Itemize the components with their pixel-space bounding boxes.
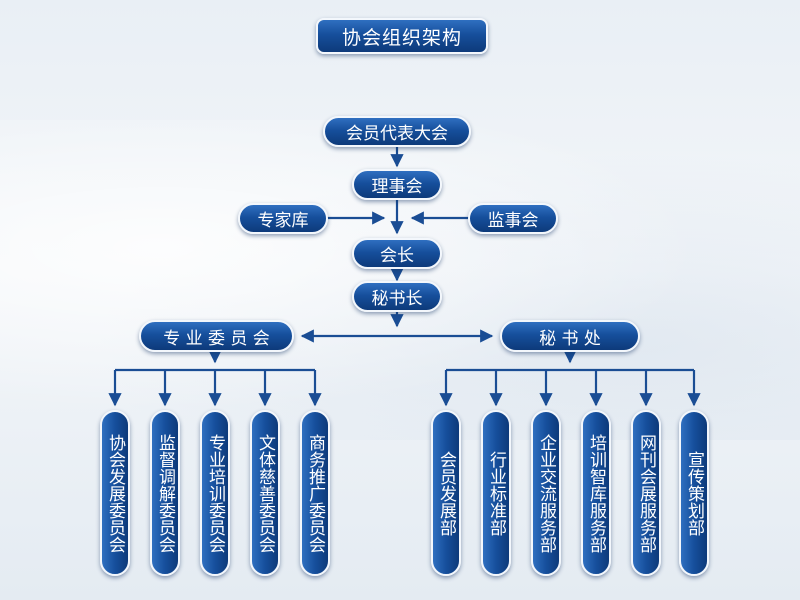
- node-president: 会长: [352, 238, 442, 269]
- dept-enterprise-exchange: 企业交流服务部: [531, 410, 561, 576]
- committee-business-promotion: 商务推广委员会: [300, 410, 330, 576]
- committee-culture-charity: 文体慈善委员会: [250, 410, 280, 576]
- node-supervisory-board: 监事会: [468, 203, 558, 234]
- committee-supervision-mediation: 监督调解委员会: [150, 410, 180, 576]
- dept-media-exhibition: 网刊会展服务部: [631, 410, 661, 576]
- committee-training: 专业培训委员会: [200, 410, 230, 576]
- diagram-title: 协会组织架构: [316, 18, 488, 54]
- node-council: 理事会: [352, 169, 442, 200]
- dept-training-thinktank: 培训智库服务部: [581, 410, 611, 576]
- node-secretary-general: 秘书长: [352, 281, 442, 312]
- node-member-assembly: 会员代表大会: [323, 116, 471, 147]
- dept-publicity-planning: 宣传策划部: [679, 410, 709, 576]
- dept-member-development: 会员发展部: [431, 410, 461, 576]
- committee-development: 协会发展委员会: [100, 410, 130, 576]
- node-professional-committees: 专 业 委 员 会: [139, 320, 294, 352]
- node-secretariat: 秘 书 处: [500, 320, 640, 352]
- dept-industry-standards: 行业标准部: [481, 410, 511, 576]
- node-expert-pool: 专家库: [238, 203, 328, 234]
